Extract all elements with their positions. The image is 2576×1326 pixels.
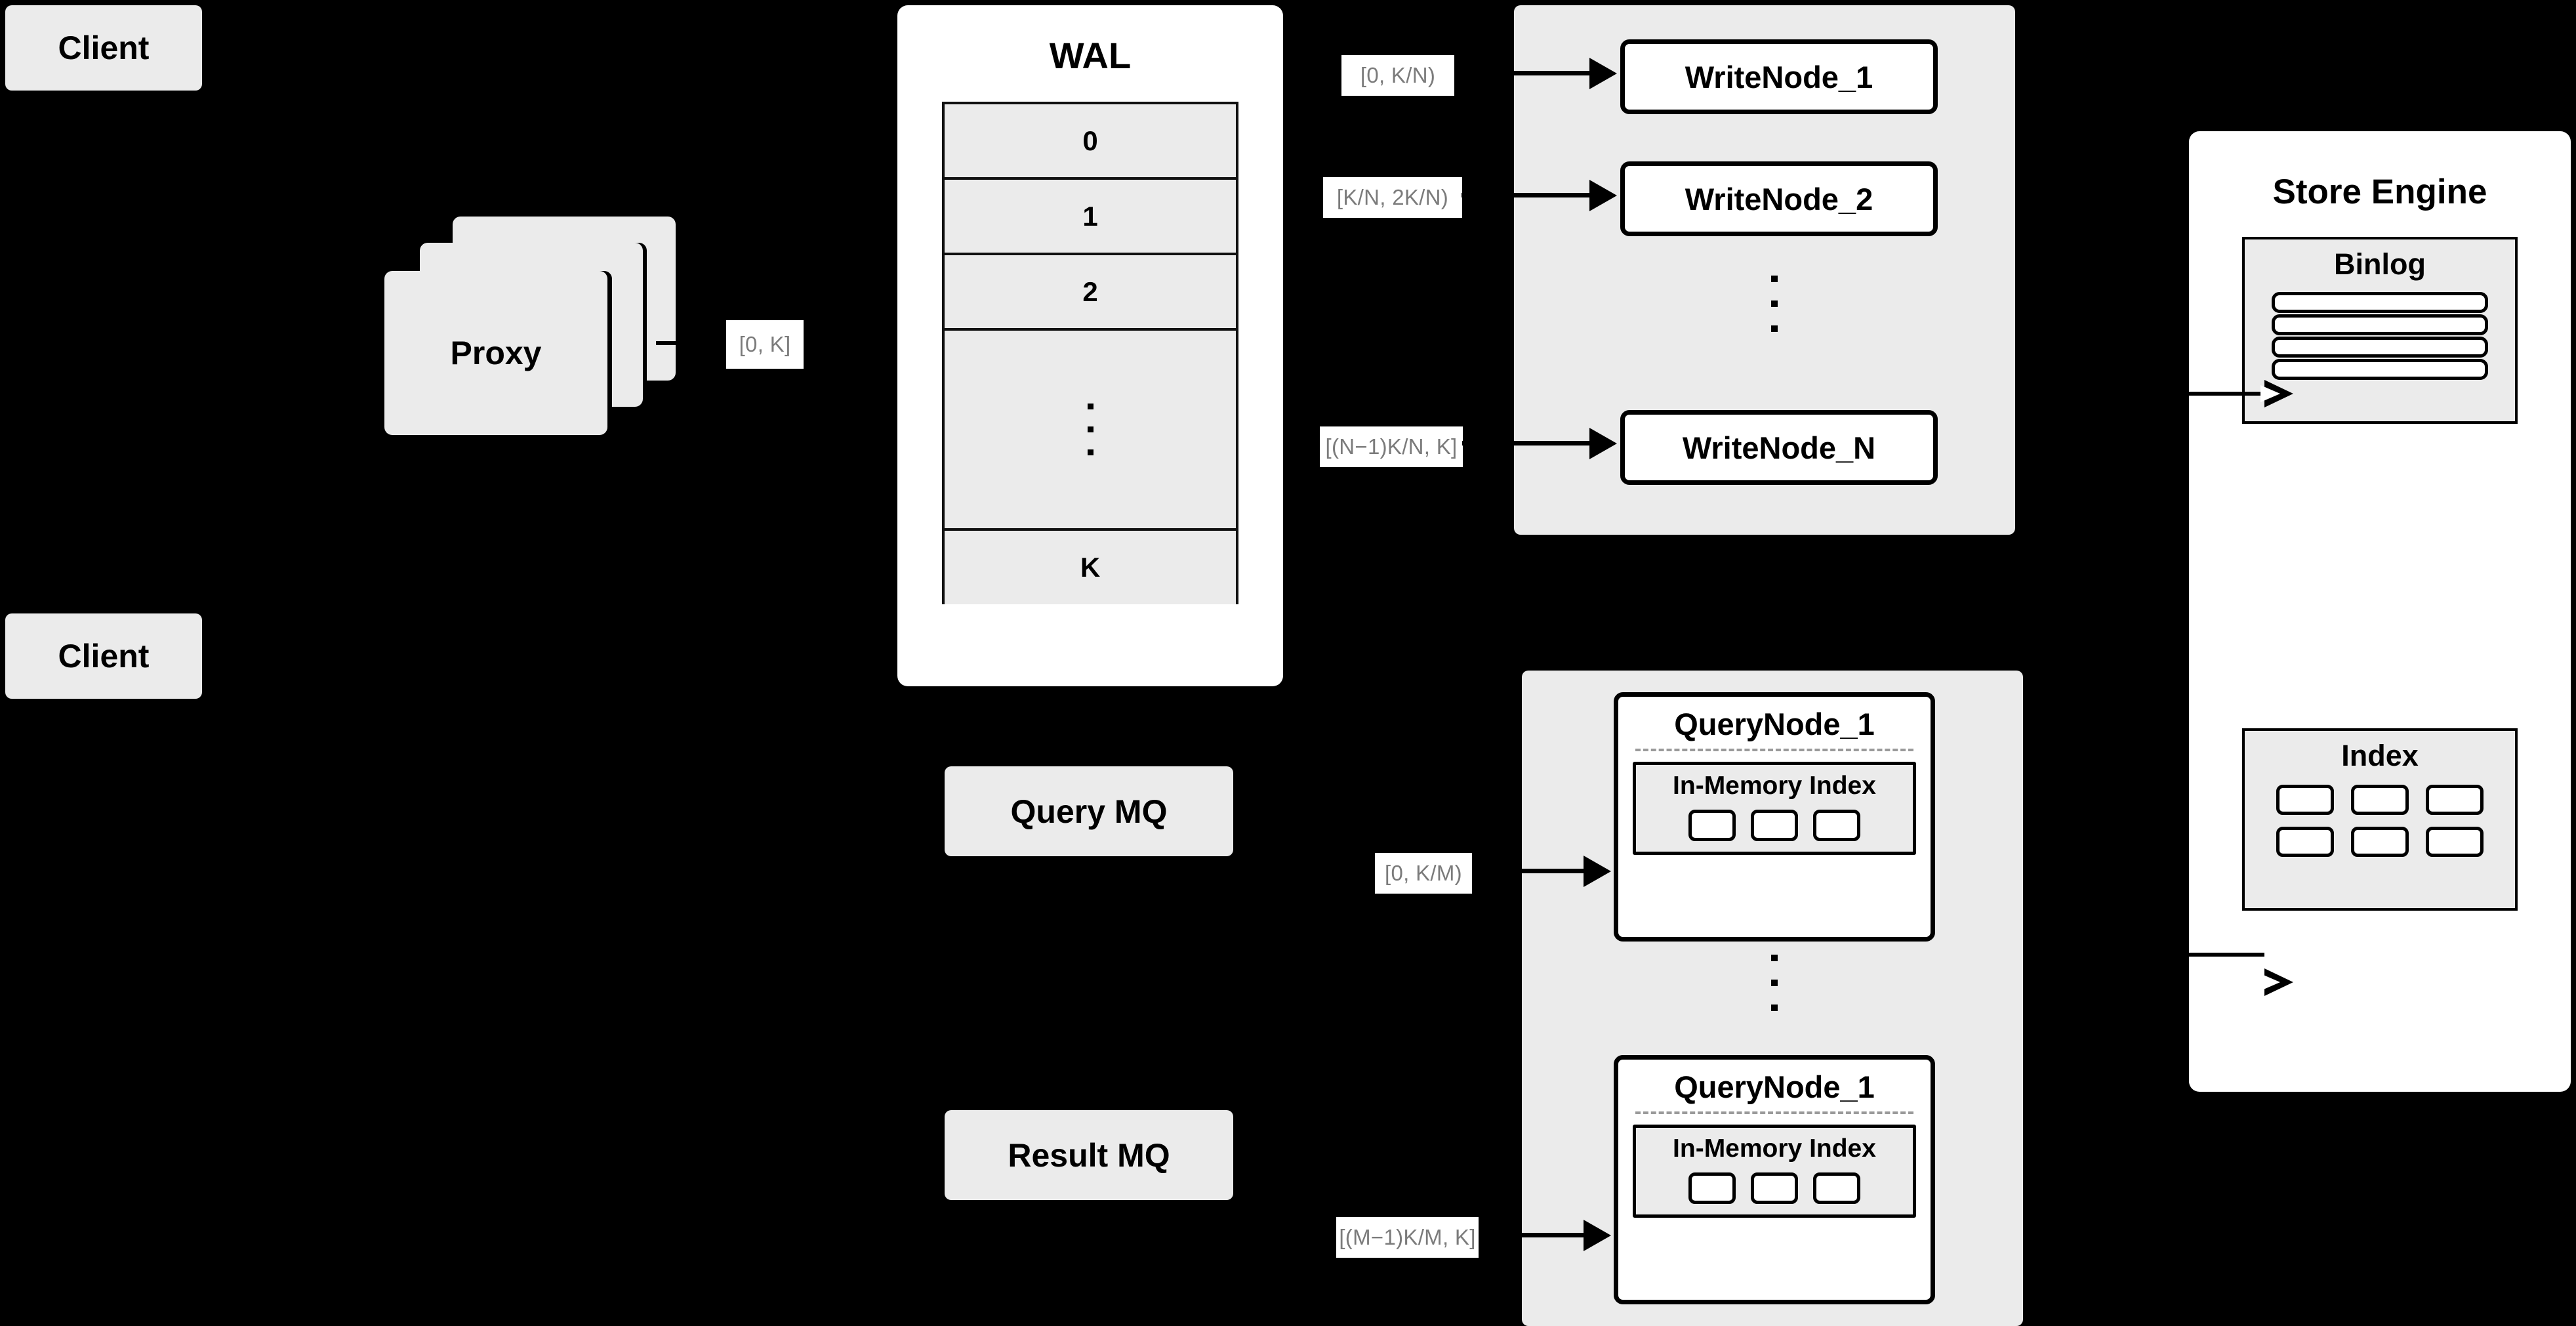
binlog-rows — [2245, 292, 2515, 392]
query-node-2-title: QueryNode_1 — [1674, 1069, 1875, 1104]
wal-entry-0[interactable]: 0 — [945, 104, 1236, 180]
range-label-write-n: [(N−1)K/N, K] — [1320, 426, 1463, 467]
arrow-head-write-1 — [1589, 58, 1617, 89]
range-label-write-n-text: [(N−1)K/N, K] — [1325, 434, 1458, 459]
wal-title: WAL — [1049, 35, 1132, 76]
ellipsis-dot — [1087, 404, 1094, 409]
wal-table: 0 1 2 K — [942, 102, 1238, 604]
arrow-head-index — [2260, 968, 2293, 996]
in-memory-index-1-cells — [1636, 810, 1913, 852]
client-label-2: Client — [58, 638, 150, 674]
range-label-write-1: [0, K/N) — [1341, 55, 1454, 96]
arrow-line-write-n — [1462, 441, 1591, 445]
result-mq-box[interactable]: Result MQ — [945, 1110, 1233, 1200]
write-node-n[interactable]: WriteNode_N — [1620, 410, 1938, 485]
range-label-write-1-text: [0, K/N) — [1360, 63, 1436, 87]
arrow-head-query-2 — [1584, 1220, 1611, 1251]
index-cell[interactable] — [2426, 827, 2484, 857]
index-cell[interactable] — [1751, 810, 1798, 841]
range-label-proxy: [0, K] — [726, 320, 804, 369]
write-node-n-label: WriteNode_N — [1682, 430, 1876, 465]
index-title: Index — [2341, 739, 2419, 772]
ellipsis-dot — [1087, 449, 1094, 455]
ellipsis-dot — [1771, 1005, 1778, 1011]
write-node-2[interactable]: WriteNode_2 — [1620, 161, 1938, 236]
index-cell[interactable] — [2426, 785, 2484, 815]
write-node-1[interactable]: WriteNode_1 — [1620, 39, 1938, 114]
binlog-row[interactable] — [2272, 292, 2488, 313]
store-engine-panel: Store Engine Binlog Index — [2189, 131, 2571, 1092]
query-mq-box[interactable]: Query MQ — [945, 766, 1233, 856]
binlog-row[interactable] — [2272, 314, 2488, 335]
query-node-2-divider — [1635, 1111, 1913, 1114]
ellipsis-dot — [1771, 325, 1778, 332]
client-label-1: Client — [58, 30, 150, 66]
index-grid — [2245, 785, 2515, 871]
ellipsis-dot — [1771, 980, 1778, 986]
index-cell[interactable] — [2351, 827, 2409, 857]
arrow-line-index — [2189, 953, 2264, 957]
result-mq-label: Result MQ — [1008, 1136, 1170, 1174]
arrow-line-write-2 — [1462, 193, 1591, 197]
ellipsis-dot — [1087, 426, 1094, 432]
in-memory-index-2-cells — [1636, 1172, 1913, 1214]
arrow-line-write-1 — [1460, 71, 1591, 75]
range-label-query-1-text: [0, K/M) — [1385, 861, 1462, 885]
index-cell[interactable] — [2276, 827, 2334, 857]
in-memory-index-2: In-Memory Index — [1633, 1125, 1916, 1218]
write-node-1-label: WriteNode_1 — [1685, 59, 1873, 94]
query-node-2[interactable]: QueryNode_1 In-Memory Index — [1614, 1055, 1935, 1304]
arrow-head-query-1 — [1584, 856, 1611, 887]
arrow-head-binlog — [2260, 380, 2293, 407]
in-memory-index-1: In-Memory Index — [1633, 762, 1916, 855]
index-cell[interactable] — [2276, 785, 2334, 815]
binlog-row[interactable] — [2272, 359, 2488, 380]
client-box-1[interactable]: Client — [5, 5, 202, 91]
index-cell[interactable] — [1813, 1172, 1860, 1204]
arrow-head-write-n — [1589, 428, 1617, 459]
index-cell[interactable] — [1688, 1172, 1736, 1204]
query-node-ellipsis — [1771, 955, 1778, 1011]
proxy-label: Proxy — [450, 335, 542, 371]
client-box-2[interactable]: Client — [5, 613, 202, 699]
arrow-line-query-1 — [1472, 869, 1585, 873]
index-box: Index — [2242, 728, 2518, 911]
range-label-query-1: [0, K/M) — [1375, 853, 1472, 894]
binlog-row[interactable] — [2272, 337, 2488, 358]
proxy-box[interactable]: Proxy — [384, 271, 607, 435]
arrow-line-query-2 — [1479, 1233, 1585, 1237]
in-memory-index-1-title: In-Memory Index — [1673, 772, 1876, 800]
store-engine-title: Store Engine — [2272, 173, 2487, 211]
arrow-line-binlog — [2189, 392, 2264, 396]
index-cell[interactable] — [1751, 1172, 1798, 1204]
arrow-head-write-2 — [1589, 180, 1617, 211]
index-cell[interactable] — [1688, 810, 1736, 841]
ellipsis-dot — [1771, 300, 1778, 307]
range-label-write-2-text: [K/N, 2K/N) — [1336, 185, 1449, 209]
query-node-1-title: QueryNode_1 — [1674, 707, 1875, 741]
range-label-query-2-text: [(M−1)K/M, K] — [1339, 1225, 1476, 1249]
range-label-write-2: [K/N, 2K/N) — [1323, 177, 1462, 218]
wal-entry-k[interactable]: K — [945, 531, 1236, 604]
query-node-1[interactable]: QueryNode_1 In-Memory Index — [1614, 692, 1935, 942]
query-mq-label: Query MQ — [1010, 793, 1168, 830]
binlog-title: Binlog — [2334, 247, 2426, 281]
wal-entry-2[interactable]: 2 — [945, 255, 1236, 331]
write-node-2-label: WriteNode_2 — [1685, 181, 1873, 217]
index-cell[interactable] — [1813, 810, 1860, 841]
write-node-ellipsis — [1771, 276, 1778, 332]
wal-entry-1[interactable]: 1 — [945, 180, 1236, 255]
wal-entry-ellipsis — [945, 331, 1236, 531]
ellipsis-dot — [1771, 276, 1778, 282]
index-cell[interactable] — [2351, 785, 2409, 815]
proxy-to-wal-connector — [656, 341, 682, 345]
ellipsis-dot — [1771, 955, 1778, 961]
range-label-proxy-text: [0, K] — [739, 332, 791, 356]
range-label-query-2: [(M−1)K/M, K] — [1336, 1217, 1479, 1258]
query-node-1-divider — [1635, 749, 1913, 751]
in-memory-index-2-title: In-Memory Index — [1673, 1134, 1876, 1163]
wal-panel: WAL 0 1 2 K — [897, 5, 1283, 686]
